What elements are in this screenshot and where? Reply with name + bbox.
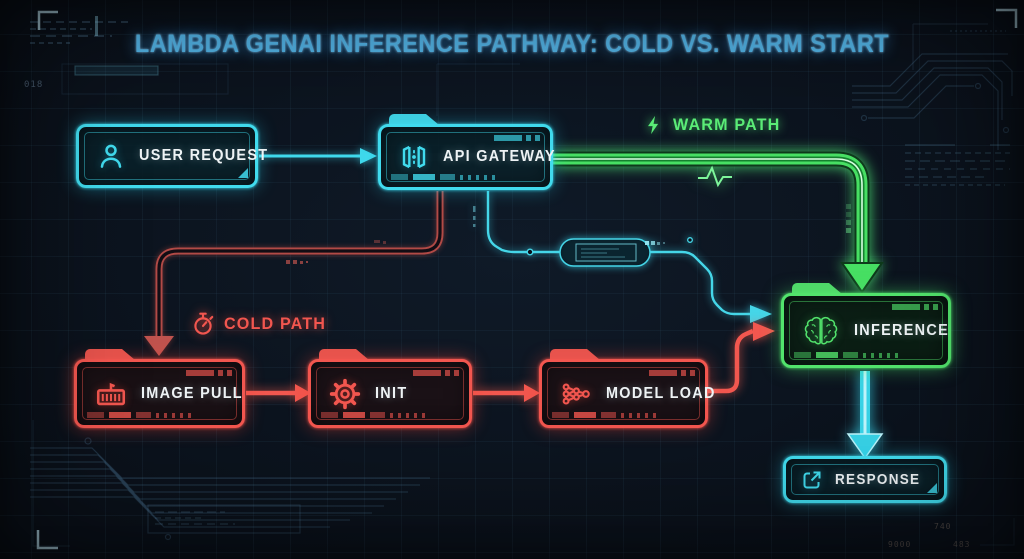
relay-capsule-module	[559, 238, 651, 267]
node-inference: INFERENCE	[781, 283, 951, 368]
decor-bottom-left	[87, 412, 194, 418]
node-init: INIT	[308, 349, 472, 428]
decor-bottom-left	[321, 412, 428, 418]
decor-bottom-left	[794, 352, 901, 358]
node-label: MODEL LOAD	[606, 384, 716, 402]
node-model-load: MODEL LOAD	[539, 349, 714, 428]
cold-path-label: COLD PATH	[190, 311, 331, 337]
request-arrow-connector	[259, 148, 377, 164]
hud-number: 9000	[888, 540, 912, 549]
gateway-icon	[398, 141, 430, 173]
lightning-bolt-icon	[643, 114, 665, 136]
node-label: INIT	[375, 384, 408, 402]
hud-code-label: 018	[24, 80, 44, 90]
corner-triangle	[927, 483, 937, 493]
decor-top-right	[186, 370, 232, 376]
network-icon	[559, 377, 593, 411]
warm-path-label: WARM PATH	[643, 114, 786, 136]
decor-bottom-left	[552, 412, 659, 418]
node-image-pull: IMAGE PULL	[74, 349, 245, 428]
node-response: RESPONSE	[783, 456, 947, 503]
brain-icon	[801, 314, 841, 348]
decor-top-right	[413, 370, 459, 376]
node-tab	[85, 349, 135, 360]
node-label: INFERENCE	[854, 321, 950, 339]
hud-number: 740	[934, 522, 952, 531]
node-api-gateway: API GATEWAY	[378, 114, 556, 190]
cold-path-text: COLD PATH	[224, 314, 327, 333]
node-label: IMAGE PULL	[141, 384, 243, 402]
external-link-icon	[800, 468, 824, 492]
decor-top-right	[649, 370, 695, 376]
node-label: RESPONSE	[835, 471, 921, 488]
pulse-glyph	[698, 165, 732, 188]
decor-top-right	[494, 135, 540, 141]
node-tab	[792, 283, 842, 294]
user-icon	[96, 141, 126, 171]
gear-icon	[328, 377, 362, 411]
node-user-request: USER REQUEST	[76, 124, 267, 188]
response-arrow-connector	[846, 371, 884, 460]
hud-number: 483	[953, 540, 971, 549]
decor-bottom-left	[391, 174, 498, 180]
stopwatch-icon	[190, 311, 216, 337]
decor-top-right	[892, 304, 938, 310]
warm-path-connector	[553, 151, 884, 294]
page-title: LAMBDA GENAI INFERENCE PATHWAY: COLD VS.…	[134, 30, 890, 58]
node-label: USER REQUEST	[139, 147, 269, 164]
node-tab	[389, 114, 439, 125]
container-icon	[94, 377, 128, 411]
corner-triangle	[238, 168, 248, 178]
warm-path-text: WARM PATH	[673, 115, 781, 134]
node-tab	[319, 349, 369, 360]
gateway-inference-trace	[473, 191, 772, 323]
node-label: API GATEWAY	[443, 148, 556, 165]
node-tab	[550, 349, 600, 360]
